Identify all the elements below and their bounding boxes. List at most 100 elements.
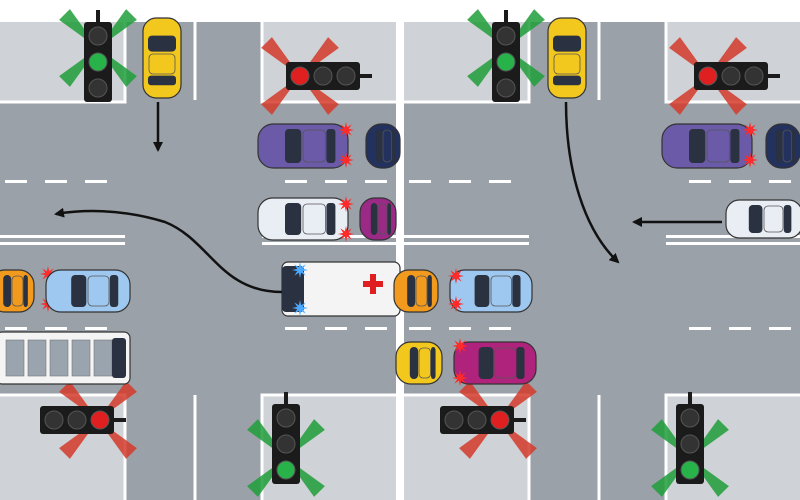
rear-window: [783, 205, 792, 233]
ambulance-cross: [370, 274, 376, 294]
bus: [0, 331, 131, 385]
brake-light: [448, 268, 464, 284]
rear-window: [109, 275, 119, 307]
rear-window: [326, 203, 336, 235]
panel-left: [0, 0, 401, 500]
signal-lamp: [467, 410, 487, 430]
rear-window: [791, 129, 796, 163]
windshield: [689, 129, 706, 163]
windshield: [409, 347, 419, 379]
car-roof: [490, 275, 512, 307]
lane-dash: [45, 180, 67, 183]
signal-lamp: [90, 410, 110, 430]
signal-lamp: [276, 434, 296, 454]
lane-dash: [325, 180, 347, 183]
double-line: [404, 242, 529, 245]
white-car: [257, 196, 354, 242]
signal-arm: [96, 10, 100, 22]
signal-lamp: [290, 66, 310, 86]
signal-lamp: [744, 66, 764, 86]
bus-window: [71, 339, 91, 377]
car-roof: [706, 129, 730, 163]
beacon-light: [292, 300, 308, 316]
car-roof: [148, 53, 176, 75]
signal-lamp: [88, 52, 108, 72]
signal-lamp: [88, 78, 108, 98]
page-band: [404, 0, 800, 22]
lane-dash: [5, 180, 27, 183]
double-line: [0, 235, 125, 238]
car-roof: [553, 53, 581, 75]
curb-line: [404, 22, 531, 104]
windshield: [3, 275, 12, 307]
signal-arm: [504, 10, 508, 22]
curb-line: [0, 22, 127, 104]
lane-dash: [489, 327, 511, 330]
magenta-car: [359, 197, 397, 241]
signal-lamp: [680, 408, 700, 428]
page-band: [0, 0, 396, 22]
curb-line: [664, 22, 800, 104]
brake-light: [338, 152, 354, 168]
windshield: [748, 205, 763, 233]
yellow-car: [547, 17, 587, 99]
lane-dash: [5, 327, 27, 330]
signal-lamp: [44, 410, 64, 430]
lane-dash: [45, 327, 67, 330]
brake-light: [452, 338, 468, 354]
navy-car: [765, 123, 800, 169]
yellow-car-2: [395, 341, 443, 385]
double-line: [666, 242, 800, 245]
traffic-light-bottom-left: [440, 381, 537, 459]
traffic-light-bottom-left: [40, 381, 137, 459]
curb-line: [260, 22, 396, 104]
rear-window: [427, 275, 432, 307]
brake-light: [338, 122, 354, 138]
car-roof: [418, 347, 431, 379]
car-roof: [494, 347, 516, 379]
lane-dash: [365, 327, 387, 330]
blue-car: [448, 268, 533, 313]
signal-arm: [688, 392, 692, 404]
signal-arm: [284, 392, 288, 404]
brake-light: [338, 196, 354, 212]
car-roof: [782, 129, 792, 163]
rear-window: [512, 275, 521, 307]
signal-lamp: [444, 410, 464, 430]
car-roof: [382, 129, 392, 163]
signal-lamp: [496, 52, 516, 72]
lane-dash: [449, 180, 471, 183]
windshield: [776, 129, 783, 163]
blue-car: [45, 269, 131, 313]
signal-lamp: [680, 460, 700, 480]
signal-arm: [514, 418, 526, 422]
lane-dash: [769, 327, 791, 330]
arrow-yellow-left-turn: [564, 101, 620, 264]
bus-window: [93, 339, 113, 377]
double-line: [262, 242, 396, 245]
lane-dash: [325, 327, 347, 330]
lane-dash: [729, 327, 751, 330]
car-roof: [377, 203, 388, 235]
yellow-car: [142, 17, 182, 99]
rear-window: [23, 275, 28, 307]
curb-line: [664, 393, 800, 500]
rear-window: [387, 203, 391, 235]
panel-right: [393, 0, 800, 500]
ambulance: [281, 261, 401, 317]
car-roof: [11, 275, 24, 307]
car-roof: [302, 203, 326, 235]
lane-dash: [689, 180, 711, 183]
purple-car: [661, 122, 758, 169]
signal-arm: [768, 74, 780, 78]
bus-window: [49, 339, 69, 377]
car-roof: [763, 205, 784, 233]
rear-window: [148, 75, 176, 86]
lane-dash: [365, 180, 387, 183]
traffic-light-top-left: [59, 9, 137, 102]
signal-arm: [114, 418, 126, 422]
windshield: [71, 275, 87, 307]
traffic-light-top-left: [467, 9, 545, 102]
rear-window: [730, 129, 740, 163]
windshield: [285, 129, 302, 163]
